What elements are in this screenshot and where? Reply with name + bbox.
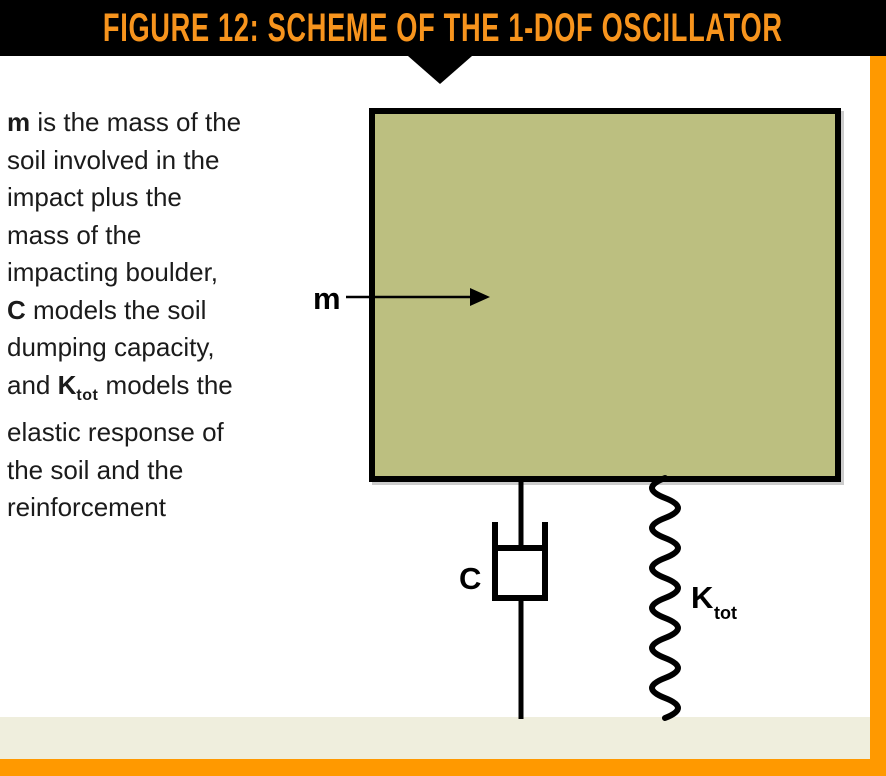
description-segment: m bbox=[7, 107, 31, 137]
figure-title-bar: FIGURE 12: SCHEME OF THE 1-DOF OSCILLATO… bbox=[0, 0, 886, 56]
mass-label: m bbox=[313, 281, 341, 316]
description-segment: C bbox=[7, 294, 26, 325]
description-segment: soil involved in the bbox=[7, 144, 220, 175]
description-segment: K bbox=[57, 369, 77, 400]
description-line: reinforcement bbox=[7, 489, 307, 527]
description-segment: mass of the bbox=[7, 219, 142, 250]
description-line: mass of the bbox=[7, 217, 307, 255]
description-segment: and bbox=[7, 369, 58, 400]
ground-band bbox=[0, 717, 870, 759]
damper-label: C bbox=[459, 561, 481, 596]
damper-cylinder bbox=[492, 545, 548, 601]
description-segment: reinforcement bbox=[7, 492, 166, 522]
description-line: soil involved in the bbox=[7, 142, 307, 180]
description-line: C models the soil bbox=[7, 292, 307, 330]
description-segment: is the mass of the bbox=[30, 107, 242, 137]
description-line: the soil and the bbox=[7, 452, 307, 490]
description-line: m is the mass of the bbox=[7, 104, 307, 142]
description-segment: models the soil bbox=[25, 294, 207, 325]
description-subscript: tot bbox=[76, 386, 99, 404]
description-line: and Ktot models the bbox=[7, 367, 307, 415]
description-segment: the soil and the bbox=[7, 454, 184, 485]
spring-label: K bbox=[691, 580, 714, 615]
spring-coil bbox=[649, 475, 681, 721]
description-segment: impacting boulder, bbox=[7, 257, 219, 287]
description-line: impacting boulder, bbox=[7, 254, 307, 292]
description-line: elastic response of bbox=[7, 414, 307, 452]
description-segment: impact plus the bbox=[7, 182, 182, 212]
mass-block bbox=[369, 108, 841, 482]
mass-arrowhead-icon bbox=[470, 288, 490, 306]
description-segment: dumping capacity, bbox=[7, 332, 215, 362]
description-line: impact plus the bbox=[7, 179, 307, 217]
description-line: dumping capacity, bbox=[7, 329, 307, 367]
right-accent-stripe bbox=[870, 56, 886, 776]
description-segment: models the bbox=[98, 369, 233, 400]
description-segment: elastic response of bbox=[7, 417, 224, 447]
bottom-accent-stripe bbox=[0, 759, 886, 776]
spring-label-subscript: tot bbox=[714, 603, 737, 623]
figure-title: FIGURE 12: SCHEME OF THE 1-DOF OSCILLATO… bbox=[103, 5, 783, 50]
callout-pointer-icon bbox=[408, 56, 472, 84]
